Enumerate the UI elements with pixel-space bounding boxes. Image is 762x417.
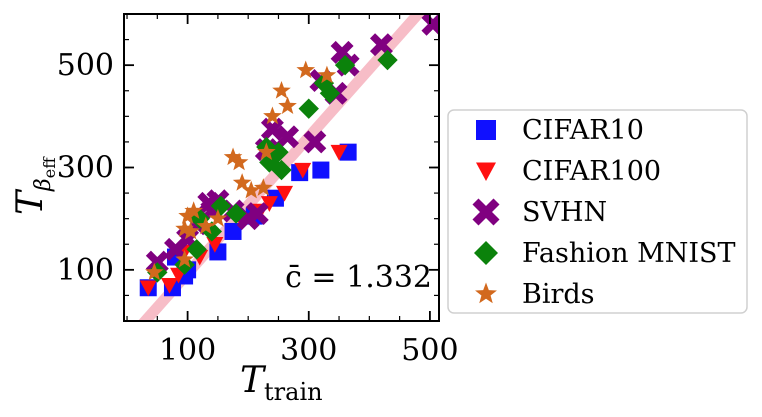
data-point [241,180,261,199]
legend-marker-cifar10 [476,120,496,140]
data-point [224,222,242,240]
data-point [268,141,289,163]
legend-label-fashion-mnist: Fashion MNIST [522,238,736,269]
data-point [245,202,269,226]
data-point [312,161,330,179]
data-point [278,96,297,115]
data-point [144,262,164,281]
data-point [421,14,439,36]
data-point [186,239,207,260]
data-point [303,130,327,154]
series-birds [144,60,337,281]
data-point [254,178,273,196]
y-axis-label: Tβeff [10,156,59,215]
y-axis-label-sub: β [31,178,56,192]
data-point [175,219,194,237]
legend-label-birds: Birds [522,279,595,310]
data-point [271,159,292,181]
data-point [263,106,282,125]
data-point [139,280,157,297]
x-tick-label: 100 [159,333,216,368]
data-point [294,162,312,179]
legend-marker-birds [475,282,497,304]
data-point [260,196,278,212]
data-point [334,54,356,76]
data-point [178,206,197,225]
data-point [210,195,232,217]
x-tick-label: 500 [401,333,458,368]
data-point [206,237,224,253]
legend-marker-cifar100 [476,162,496,181]
data-point [276,125,300,149]
data-point [377,49,398,71]
data-point [298,98,319,119]
data-point [184,201,203,219]
data-point [181,221,200,240]
y-tick-label: 500 [57,48,114,83]
legend-marker-svhn [472,198,500,226]
legend-label-svhn: SVHN [522,197,607,228]
legend-label-cifar10: CIFAR10 [522,115,644,146]
y-tick-label: 300 [57,151,114,186]
data-point [257,142,276,161]
data-point [232,173,252,191]
legend-marker-fashion-mnist [474,241,498,265]
data-point [223,147,243,166]
data-point [260,117,284,141]
series-fashion-mnist [147,49,398,283]
data-point [272,80,291,99]
data-point [317,65,337,84]
data-point [369,33,393,57]
data-point [196,216,216,235]
data-points-layer [139,14,439,297]
data-point [330,144,348,161]
y-tick-label: 100 [57,253,114,288]
data-point [160,277,178,294]
data-point [229,152,249,171]
data-point [296,60,316,79]
data-point [319,83,341,104]
x-axis-label-sub: train [264,378,323,406]
annotation-mean-c: c̄ = 1.332 [285,260,432,295]
axis-ticks: 100 300 500 100 300 500 [57,13,459,368]
data-point [225,203,247,224]
data-point [259,152,280,173]
svg-text:Tβeff: Tβeff [10,156,59,215]
x-tick-label: 300 [280,333,337,368]
data-point [208,208,228,227]
legend-frame [447,109,748,314]
legend-label-cifar100: CIFAR100 [522,156,661,187]
x-axis-label-main: T [240,360,267,401]
y-axis-label-subsub: eff [40,156,59,178]
data-point [175,249,194,268]
data-point [276,185,294,202]
x-axis-label: Ttrain [240,360,323,406]
y-axis-label-main: T [10,188,51,215]
